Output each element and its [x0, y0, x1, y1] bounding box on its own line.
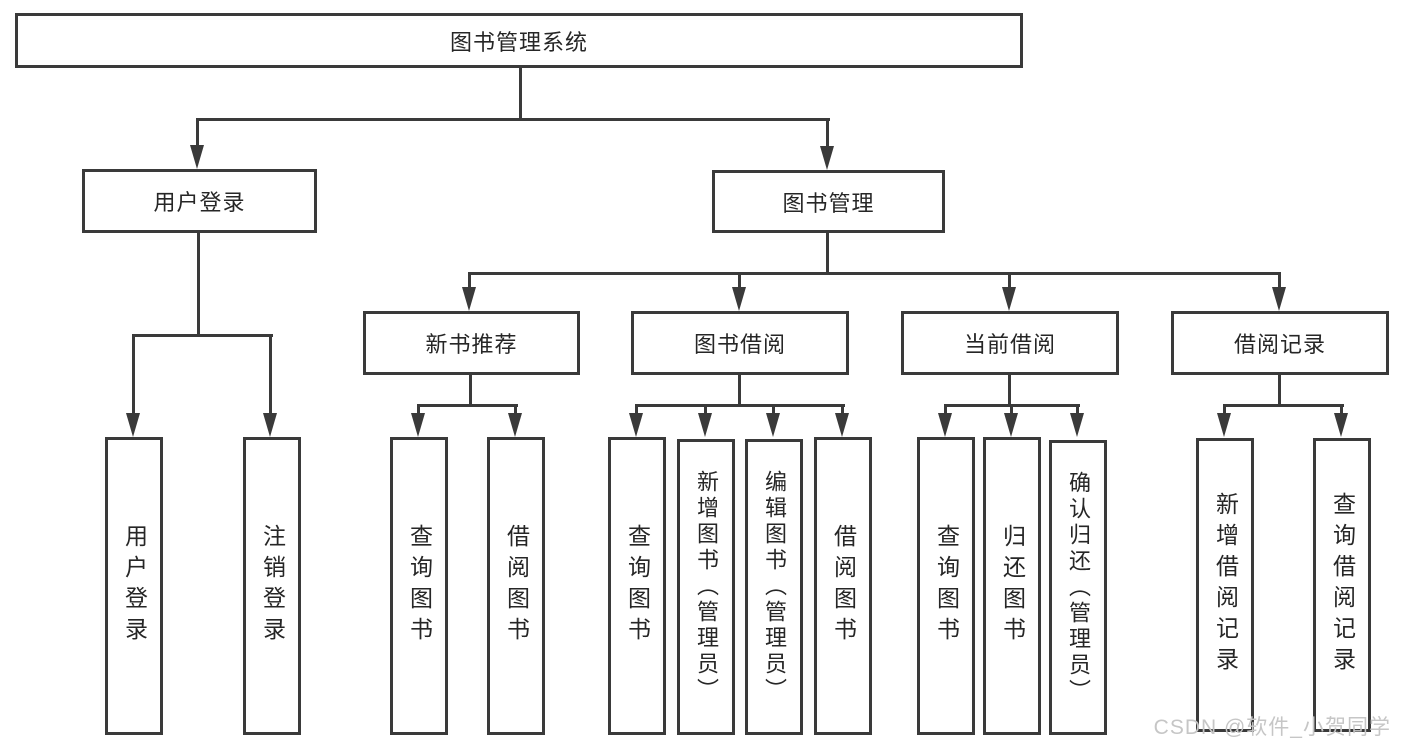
connector-line — [1223, 404, 1344, 407]
leaf-query-borrow-record: 查询借阅记录 — [1313, 438, 1371, 732]
connector-line — [1278, 375, 1281, 406]
node-borrowing-records: 借阅记录 — [1171, 311, 1389, 375]
connector-arrow — [938, 404, 952, 437]
connector-arrow — [835, 404, 849, 437]
connector-line — [132, 334, 273, 337]
leaf-user-login: 用户登录 — [105, 437, 163, 735]
connector-arrow — [766, 404, 780, 437]
connector-arrow — [462, 272, 476, 311]
connector-arrow — [508, 404, 522, 437]
leaf-edit-books-admin: 编辑图书（管理员） — [745, 439, 803, 735]
connector-arrow — [1004, 404, 1018, 437]
connector-line — [1008, 375, 1011, 406]
connector-arrow — [126, 334, 140, 437]
node-library-system: 图书管理系统 — [15, 13, 1023, 68]
connector-arrow — [263, 334, 277, 437]
connector-arrow — [1070, 404, 1084, 437]
connector-arrow — [1217, 404, 1231, 437]
connector-arrow — [1334, 404, 1348, 437]
connector-line — [469, 272, 1281, 275]
leaf-logout: 注销登录 — [243, 437, 301, 735]
csdn-watermark: CSDN @软件_小贺同学 — [1153, 716, 1391, 739]
leaf-add-books-admin: 新增图书（管理员） — [677, 439, 735, 735]
connector-arrow — [820, 118, 834, 170]
leaf-add-borrow-record: 新增借阅记录 — [1196, 438, 1254, 732]
node-new-book-recommendation: 新书推荐 — [363, 311, 580, 375]
leaf-query-books-borrowing: 查询图书 — [608, 437, 666, 735]
node-book-management: 图书管理 — [712, 170, 945, 233]
connector-line — [635, 404, 845, 407]
connector-line — [519, 68, 522, 119]
leaf-return-books: 归还图书 — [983, 437, 1041, 735]
connector-line — [197, 118, 830, 121]
node-current-borrowing: 当前借阅 — [901, 311, 1119, 375]
node-user-login: 用户登录 — [82, 169, 317, 233]
connector-arrow — [1272, 272, 1286, 311]
leaf-query-books-current: 查询图书 — [917, 437, 975, 735]
connector-arrow — [190, 118, 204, 169]
leaf-confirm-return-admin: 确认归还（管理员） — [1049, 440, 1107, 735]
connector-line — [197, 233, 200, 334]
leaf-borrow-books-recommend: 借阅图书 — [487, 437, 545, 735]
connector-arrow — [1002, 272, 1016, 311]
connector-arrow — [411, 404, 425, 437]
connector-line — [738, 375, 741, 406]
leaf-query-books-recommend: 查询图书 — [390, 437, 448, 735]
connector-arrow — [732, 272, 746, 311]
node-book-borrowing: 图书借阅 — [631, 311, 849, 375]
leaf-borrow-books: 借阅图书 — [814, 437, 872, 735]
connector-line — [826, 233, 829, 272]
connector-line — [417, 404, 518, 407]
connector-line — [469, 375, 472, 406]
connector-arrow — [629, 404, 643, 437]
connector-arrow — [698, 404, 712, 437]
